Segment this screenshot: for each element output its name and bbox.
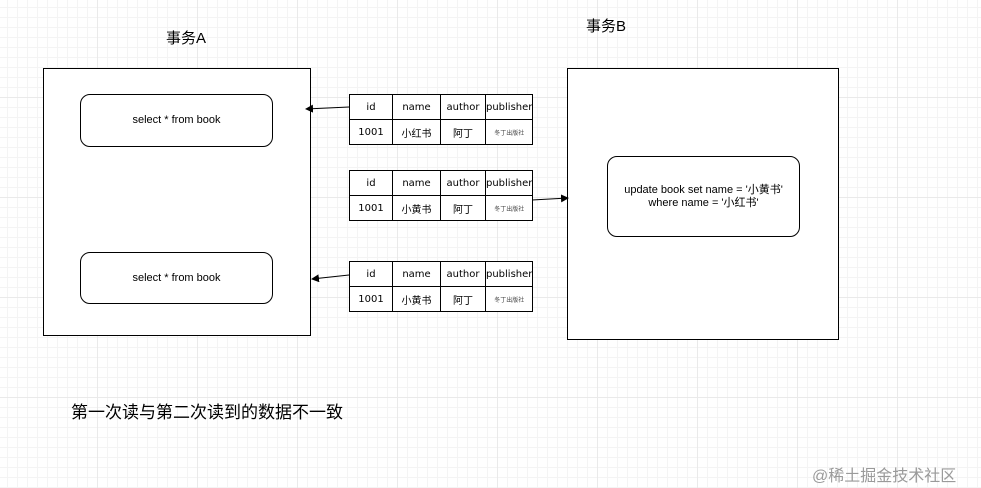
cell-publisher: 冬丁出版社 bbox=[484, 286, 534, 312]
cell-author: 阿丁 bbox=[440, 119, 486, 145]
cell-publisher: 冬丁出版社 bbox=[484, 119, 534, 145]
second-select-text: select * from book bbox=[132, 271, 221, 284]
table-header-row: id name author publisher bbox=[349, 170, 534, 196]
cell-id: 1001 bbox=[349, 286, 393, 312]
watermark: @稀土掘金技术社区 bbox=[812, 468, 957, 485]
cell-author: 阿丁 bbox=[440, 286, 486, 312]
update-line-1: update book set name = '小黄书' bbox=[624, 183, 783, 196]
header-publisher: publisher bbox=[484, 94, 534, 120]
book-table-after-update: id name author publisher 1001 小黄书 阿丁 冬丁出… bbox=[349, 170, 534, 221]
book-table-second-read: id name author publisher 1001 小黄书 阿丁 冬丁出… bbox=[349, 261, 534, 312]
arrow-table2-to-transaction-b bbox=[531, 194, 569, 203]
header-author: author bbox=[440, 261, 486, 287]
table-header-row: id name author publisher bbox=[349, 94, 534, 120]
book-table-before-update: id name author publisher 1001 小红书 阿丁 冬丁出… bbox=[349, 94, 534, 145]
header-author: author bbox=[440, 94, 486, 120]
header-publisher: publisher bbox=[484, 170, 534, 196]
arrow-table3-to-second-select bbox=[311, 274, 350, 283]
transaction-b-title: 事务B bbox=[586, 18, 627, 35]
cell-name: 小黄书 bbox=[392, 195, 441, 221]
transaction-a-first-select: select * from book bbox=[80, 94, 273, 147]
cell-author: 阿丁 bbox=[440, 195, 486, 221]
table-row: 1001 小黄书 阿丁 冬丁出版社 bbox=[349, 195, 534, 221]
header-id: id bbox=[349, 94, 393, 120]
arrow-table1-to-first-select bbox=[305, 104, 350, 113]
cell-id: 1001 bbox=[349, 119, 393, 145]
header-id: id bbox=[349, 170, 393, 196]
transaction-b-update: update book set name = '小黄书' where name … bbox=[607, 156, 800, 237]
inconsistency-caption: 第一次读与第二次读到的数据不一致 bbox=[71, 403, 343, 422]
header-name: name bbox=[392, 170, 441, 196]
cell-name: 小黄书 bbox=[392, 286, 441, 312]
header-name: name bbox=[392, 94, 441, 120]
table-row: 1001 小红书 阿丁 冬丁出版社 bbox=[349, 119, 534, 145]
transaction-a-title: 事务A bbox=[166, 30, 207, 47]
cell-publisher: 冬丁出版社 bbox=[484, 195, 534, 221]
transaction-a-second-select: select * from book bbox=[80, 252, 273, 304]
header-id: id bbox=[349, 261, 393, 287]
cell-id: 1001 bbox=[349, 195, 393, 221]
table-row: 1001 小黄书 阿丁 冬丁出版社 bbox=[349, 286, 534, 312]
header-publisher: publisher bbox=[484, 261, 534, 287]
header-author: author bbox=[440, 170, 486, 196]
header-name: name bbox=[392, 261, 441, 287]
cell-name: 小红书 bbox=[392, 119, 441, 145]
first-select-text: select * from book bbox=[132, 114, 221, 126]
table-header-row: id name author publisher bbox=[349, 261, 534, 287]
update-line-2: where name = '小红书' bbox=[648, 196, 759, 209]
